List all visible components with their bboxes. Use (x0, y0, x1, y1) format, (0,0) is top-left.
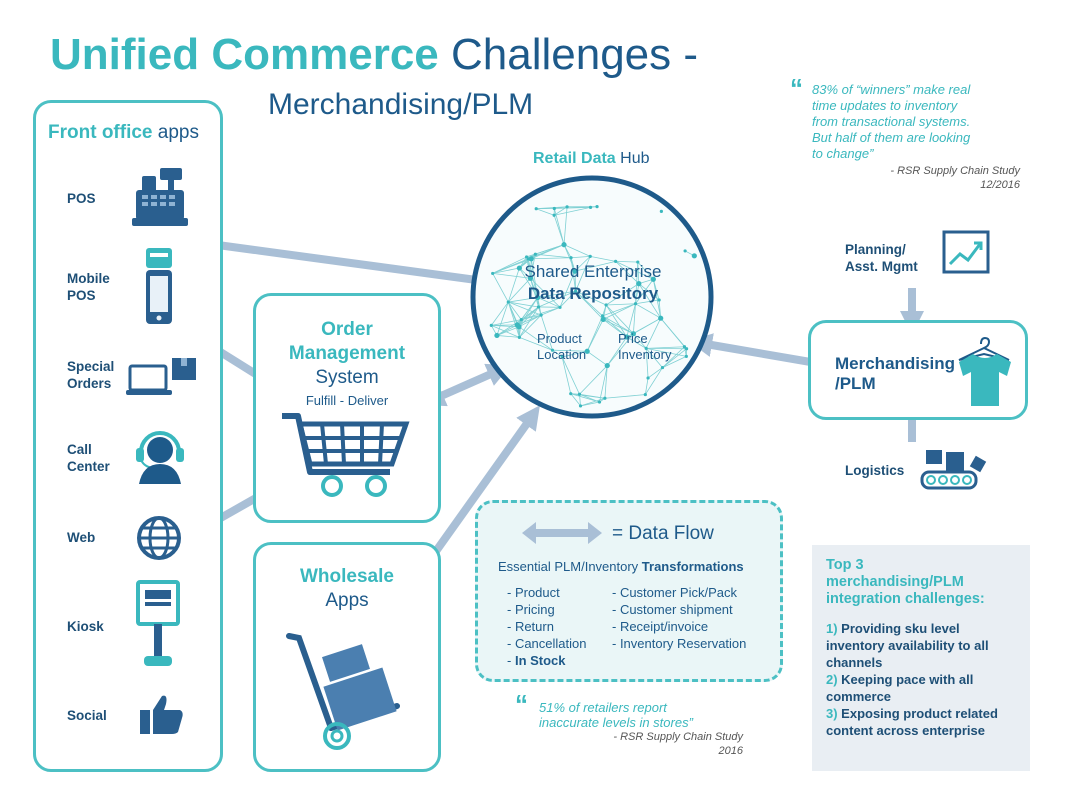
front-office-panel (33, 100, 223, 772)
challenge-item: 1) Providing sku level inventory availab… (826, 621, 989, 670)
challenge-item: 2) Keeping pace with all commerce (826, 672, 974, 704)
laptop-box-icon (126, 358, 196, 395)
page-title: Unified Commerce Challenges - (50, 30, 699, 79)
data-flow-legend: = Data Flow (612, 523, 714, 544)
cash-register-icon (132, 168, 188, 226)
app-label-pos: POS (67, 191, 96, 206)
app-label-kiosk: Kiosk (67, 619, 104, 634)
hub-title: Retail Data Hub (533, 150, 650, 167)
challenge-item: 3) Exposing product related content acro… (826, 706, 998, 738)
order-management-panel (253, 293, 441, 523)
challenges-title: Top 3 merchandising/PLM integration chal… (826, 557, 985, 607)
arrow-pos-hub (191, 232, 518, 295)
quote-mark-icon: “ (790, 73, 803, 103)
thumbs-up-icon (140, 695, 183, 734)
arrow-oms-hub (421, 363, 511, 407)
challenges-panel: Top 3 merchandising/PLM integration chal… (812, 545, 1030, 771)
shirt-icon (958, 336, 1011, 406)
arrow-hub-wholesale (417, 405, 540, 578)
wholesale-title: Wholesale Apps (300, 566, 394, 611)
chart-trend-icon (942, 230, 990, 274)
hand-truck-icon (286, 633, 400, 750)
double-arrow-icon (522, 522, 602, 544)
quote-bottom: “ 51% of retailers report inaccurate lev… (515, 689, 743, 757)
mobile-pos-icon (146, 248, 172, 324)
shopping-cart-icon (282, 413, 410, 497)
globe-icon (137, 516, 181, 560)
kiosk-icon (136, 580, 180, 666)
app-label-web: Web (67, 530, 96, 545)
quote-top: “ 83% of “winners” make real time update… (790, 73, 1020, 191)
arrow-hub-merch (688, 333, 840, 375)
order-management-title: Order Management System Fulfill - Delive… (288, 319, 406, 408)
planning-label: Planning/Asst. Mgmt (845, 242, 918, 274)
conveyor-icon (920, 450, 987, 490)
app-label-social: Social (67, 708, 107, 723)
transformations-right: - Customer Pick/Pack- Customer shipment-… (612, 585, 747, 651)
hub-label: Shared Enterprise Data Repository (524, 262, 662, 303)
challenges-list: 1) Providing sku level inventory availab… (826, 620, 1016, 739)
transformations-heading: Essential PLM/Inventory Transformations (498, 559, 744, 574)
headset-icon (136, 431, 184, 484)
page-subtitle: Merchandising/PLM (268, 88, 534, 121)
quote-mark-icon: “ (515, 689, 528, 719)
logistics-label: Logistics (845, 463, 905, 478)
transformations-left: - Product- Pricing- Return- Cancellation… (507, 585, 587, 668)
data-hub-network (470, 175, 714, 419)
front-office-title: Front office apps (48, 122, 199, 143)
merchandising-title: Merchandising/PLM (835, 354, 955, 393)
